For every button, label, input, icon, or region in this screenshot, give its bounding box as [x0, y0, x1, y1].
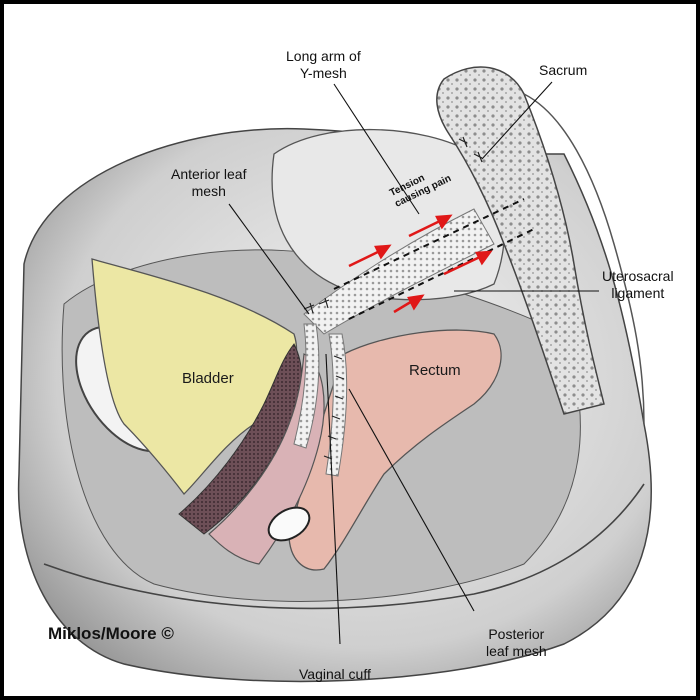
label-sacrum: Sacrum	[539, 62, 588, 78]
label-line: Anterior leaf	[171, 166, 247, 182]
sutures	[303, 136, 483, 460]
label-line: Uterosacral	[602, 268, 674, 284]
label-line: leaf mesh	[486, 643, 547, 659]
label-line: mesh	[191, 183, 226, 199]
label-posterior-leaf-mesh: Posterior leaf mesh	[486, 626, 547, 660]
bladder-shape	[91, 258, 298, 495]
sacrum-outer	[523, 93, 645, 425]
label-line: Long arm of	[286, 48, 361, 64]
label-bladder: Bladder	[182, 370, 234, 387]
pelvic-floor	[43, 483, 645, 610]
uterosacral-dashed-lines	[333, 198, 535, 320]
label-rectum: Rectum	[409, 362, 461, 379]
label-line: Y-mesh	[299, 65, 347, 81]
mesh-leaves	[293, 323, 320, 449]
label-uterosacral-ligament: Uterosacral ligament	[602, 268, 674, 302]
vagina-shape	[208, 353, 325, 565]
label-anterior-leaf-mesh: Anterior leaf mesh	[171, 166, 246, 200]
label-line: Posterior	[488, 626, 545, 642]
tension-arrows	[348, 214, 493, 314]
vaginal-cuff-opening	[267, 506, 311, 542]
label-vaginal-cuff: Vaginal cuff	[299, 666, 371, 682]
leader-lines	[228, 81, 599, 645]
label-line: ligament	[611, 285, 665, 301]
mesh-posterior-strip	[325, 333, 348, 477]
illustration-canvas: Long arm of Y-mesh Sacrum Anterior leaf …	[4, 4, 696, 696]
anatomy-illustration	[17, 66, 652, 683]
credit-text: Miklos/Moore ©	[48, 624, 174, 643]
label-long-arm-of-y-mesh: Long arm of Y-mesh	[286, 48, 361, 82]
